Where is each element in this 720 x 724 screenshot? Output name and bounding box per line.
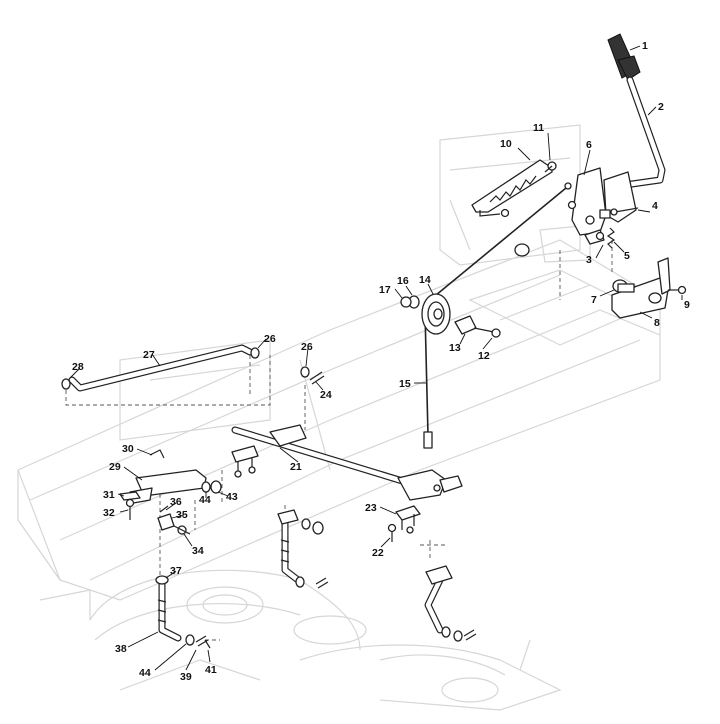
nut-part-37 [155, 575, 169, 585]
cable-part-15 [423, 182, 572, 449]
callout-38: 38 [115, 643, 127, 655]
callout-22: 22 [372, 547, 384, 559]
callout-15: 15 [399, 378, 411, 390]
callout-37: 37 [170, 565, 182, 577]
spacer-part-13 [454, 315, 477, 335]
callout-5: 5 [624, 250, 630, 262]
washer-part-44b [185, 634, 195, 646]
bolt-part-9 [668, 285, 687, 295]
leader-lines [69, 45, 683, 671]
callout-10: 10 [500, 138, 512, 150]
callout-39: 39 [180, 671, 192, 683]
callout-16: 16 [397, 275, 409, 287]
callout-23: 23 [365, 502, 377, 514]
bushing-part-7 [612, 279, 635, 293]
callout-35: 35 [176, 509, 188, 521]
bracket-part-clamp [231, 445, 259, 478]
link-rod-part-38 [157, 578, 182, 642]
alignment-lines [65, 240, 613, 641]
callout-12: 12 [478, 350, 490, 362]
callout-29: 29 [109, 461, 121, 473]
callout-7: 7 [591, 294, 597, 306]
callout-26a: 26 [264, 333, 276, 345]
callout-13: 13 [449, 342, 461, 354]
nut-part-31 [119, 491, 141, 501]
callout-44a: 44 [199, 494, 211, 506]
bracket-part-29 [127, 469, 207, 505]
link-rod-right [424, 565, 477, 642]
callout-41: 41 [205, 664, 217, 676]
fitting-part-34 [173, 525, 191, 535]
guide-plate-part-10 [471, 159, 553, 218]
cross-shaft-part-21 [231, 424, 463, 501]
callout-17: 17 [379, 284, 391, 296]
lever-rod-part-2 [621, 76, 666, 189]
pin-part-41 [204, 639, 211, 649]
nut-part-43 [210, 480, 222, 494]
fitting-part-35 [157, 513, 187, 535]
callout-27: 27 [143, 349, 155, 361]
callout-34: 34 [192, 545, 204, 557]
callout-6: 6 [586, 139, 592, 151]
callout-44b: 44 [139, 667, 151, 679]
callout-28: 28 [72, 361, 84, 373]
callout-26b: 26 [301, 341, 313, 353]
clip-part-39 [195, 635, 209, 647]
pin-part-6 [567, 200, 577, 210]
bolt-part-12 [473, 327, 501, 338]
pulley-part-14 [421, 293, 451, 335]
washer-part-28 [61, 378, 71, 390]
callout-9: 9 [684, 299, 690, 311]
frame-bushing [514, 243, 530, 257]
washer-part-44a [201, 481, 211, 493]
callout-labels: 1 2 3 4 5 6 7 8 9 10 11 12 13 14 15 16 1… [72, 40, 690, 683]
rod-part-27 [68, 344, 254, 392]
bracket-part-23 [395, 505, 421, 530]
screw-part-11 [544, 161, 557, 173]
callout-36: 36 [170, 496, 182, 508]
callout-8: 8 [654, 317, 660, 329]
washer-part-26b [300, 366, 310, 378]
screw-part-4 [610, 207, 639, 216]
washer-part-26a [250, 347, 260, 359]
link-rod-middle [277, 509, 329, 589]
callout-24: 24 [320, 389, 332, 401]
callout-31: 31 [103, 489, 115, 501]
callout-32: 32 [103, 507, 115, 519]
callout-4: 4 [652, 200, 658, 212]
callout-1: 1 [642, 40, 648, 52]
clip-part-24 [309, 371, 325, 385]
screw-part-22 [387, 523, 414, 542]
lever-handle-part-1 [607, 33, 641, 81]
callout-11: 11 [533, 122, 544, 134]
callout-43: 43 [226, 491, 238, 503]
callout-21: 21 [290, 461, 302, 473]
lever-bracket-part-3 [571, 167, 637, 245]
callout-14: 14 [419, 274, 431, 286]
callout-3: 3 [586, 254, 592, 266]
nut-part-17 [400, 296, 412, 308]
ghost-chassis [17, 124, 661, 711]
clip-part-36 [159, 505, 169, 513]
screw-part-32 [125, 498, 135, 520]
callout-2: 2 [658, 101, 664, 113]
clip-part-30 [149, 449, 165, 459]
callout-30: 30 [122, 443, 134, 455]
spring-part-5 [606, 227, 616, 249]
